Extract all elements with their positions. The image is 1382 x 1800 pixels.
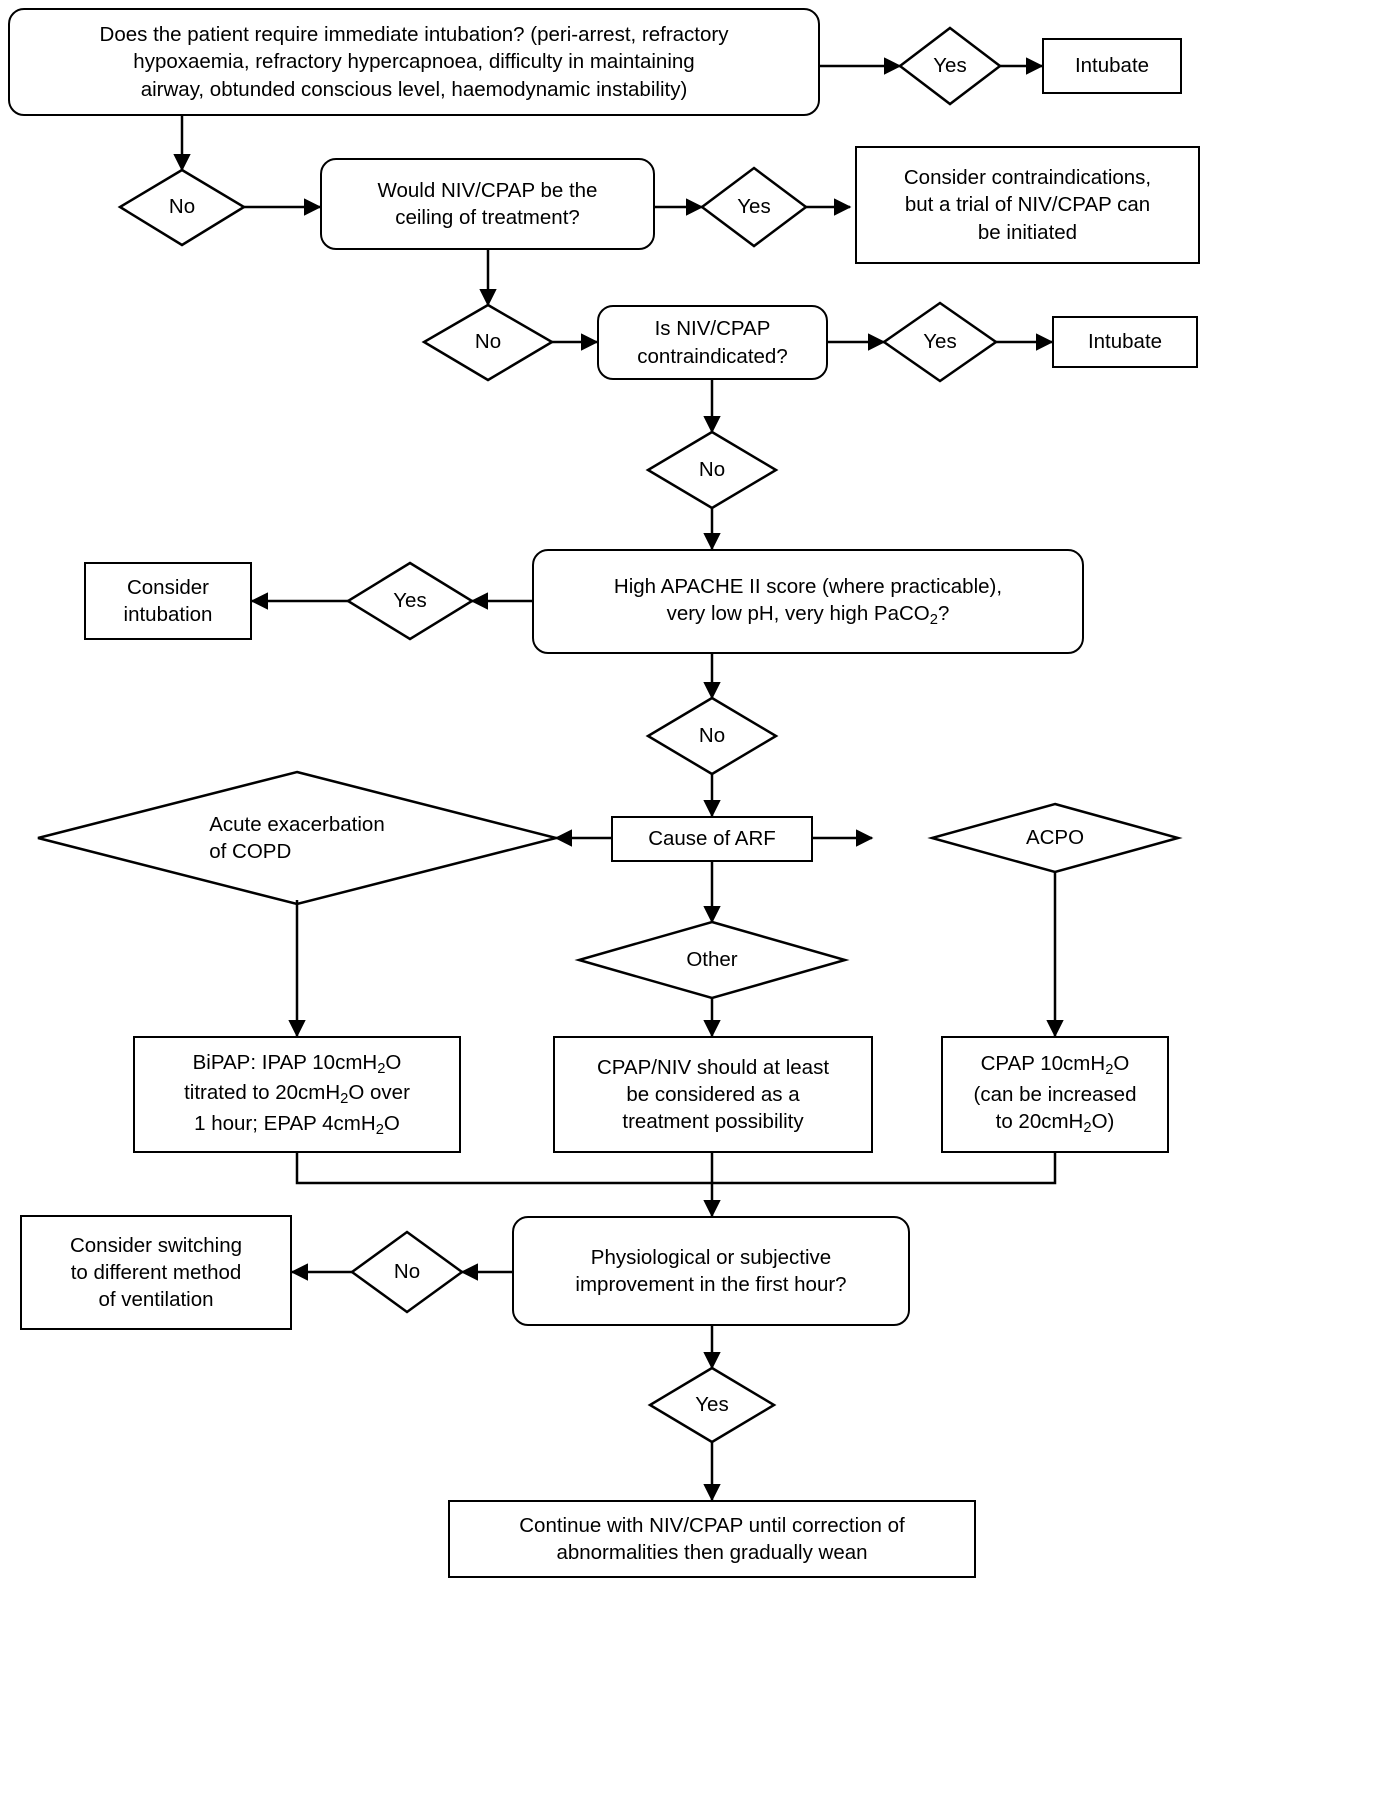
node-question-improvement[interactable]: Physiological or subjective improvement … [512, 1216, 910, 1326]
edge-bipap-merge [295, 1153, 712, 1185]
node-consider-contraindications[interactable]: Consider contraindications, but a trial … [855, 146, 1200, 264]
node-question-niv-contraindicated[interactable]: Is NIV/CPAP contraindicated? [597, 305, 828, 380]
node-label: Physiological or subjective improvement … [575, 1245, 847, 1296]
node-label: Continue with NIV/CPAP until correction … [519, 1513, 905, 1564]
edge-cpap-merge [712, 1153, 1057, 1185]
node-cause-of-arf[interactable]: Cause of ARF [611, 816, 813, 862]
diamond-yes-continue[interactable] [647, 1366, 777, 1444]
diamond-copd[interactable] [37, 770, 557, 906]
node-label: Consider switching to different method o… [69, 1233, 243, 1312]
node-question-ceiling-of-treatment[interactable]: Would NIV/CPAP be the ceiling of treatme… [320, 158, 655, 250]
node-label: Would NIV/CPAP be the ceiling of treatme… [377, 178, 598, 229]
node-label: High APACHE II score (where practicable)… [613, 574, 1003, 628]
node-consider-intubation[interactable]: Consider intubation [84, 562, 252, 640]
node-intubate-1[interactable]: Intubate [1042, 38, 1182, 94]
node-question-apache-score[interactable]: High APACHE II score (where practicable)… [532, 549, 1084, 654]
diamond-no-ceiling[interactable] [117, 168, 247, 247]
node-label: Does the patient require immediate intub… [99, 23, 729, 101]
diamond-yes-consider-intubation[interactable] [345, 561, 475, 641]
diamond-yes-intubate-1[interactable] [897, 26, 1003, 106]
diamond-yes-contra-trial[interactable] [699, 166, 809, 248]
diamond-no-apache[interactable] [645, 430, 779, 510]
node-label: Intubate [1087, 330, 1163, 354]
diamond-no-contraindicated[interactable] [421, 303, 555, 382]
diamond-yes-intubate-2[interactable] [881, 301, 999, 383]
node-consider-switching[interactable]: Consider switching to different method o… [20, 1215, 292, 1330]
node-cpap-niv-consider[interactable]: CPAP/NIV should at least be considered a… [553, 1036, 873, 1153]
diamond-other[interactable] [574, 920, 850, 1000]
node-intubate-2[interactable]: Intubate [1052, 316, 1198, 368]
node-label: Consider intubation [123, 575, 213, 626]
diamond-no-cause[interactable] [645, 696, 779, 776]
node-continue-niv-cpap[interactable]: Continue with NIV/CPAP until correction … [448, 1500, 976, 1578]
node-question-immediate-intubation[interactable]: Does the patient require immediate intub… [8, 8, 820, 116]
node-label: Is NIV/CPAP contraindicated? [637, 317, 788, 368]
node-label: CPAP/NIV should at least be considered a… [596, 1055, 830, 1134]
node-label: Intubate [1074, 54, 1150, 78]
node-label: Cause of ARF [648, 827, 776, 851]
diamond-no-switching[interactable] [349, 1230, 465, 1314]
node-label: Consider contraindications, but a trial … [903, 166, 1152, 244]
diamond-acpo[interactable] [927, 802, 1183, 874]
